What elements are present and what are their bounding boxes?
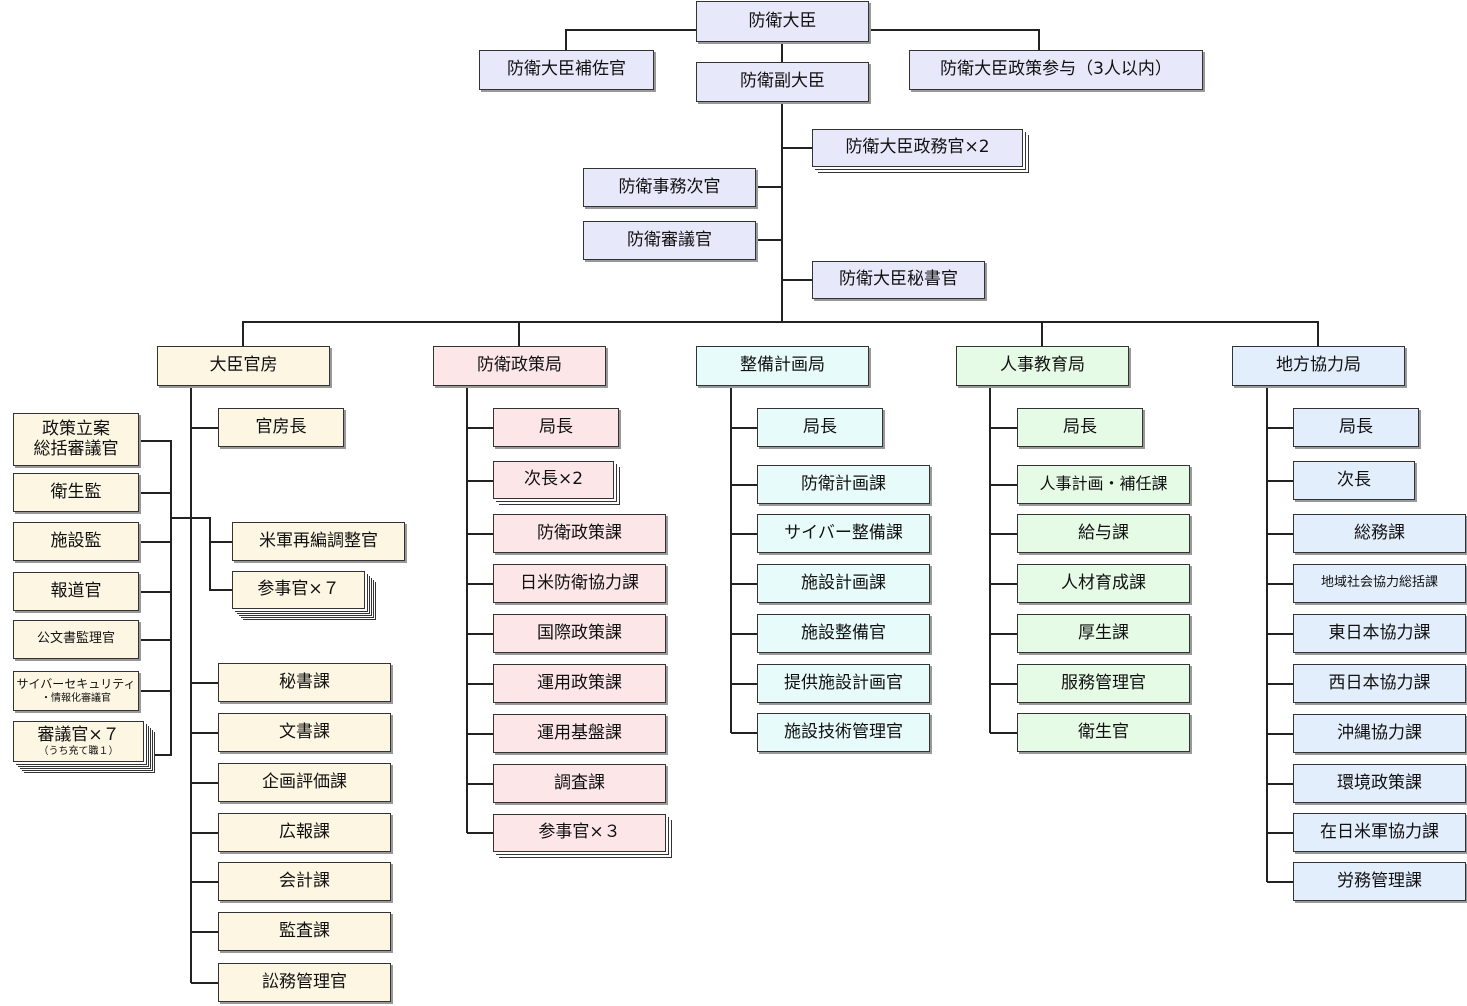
cyber-line1: サイバーセキュリティ: [16, 676, 136, 691]
defense-policy-bureau-header: 防衛政策局: [433, 346, 606, 386]
operations-infrastructure-division-box: 運用基盤課: [493, 714, 666, 753]
policy-planning-line1: 政策立案: [42, 418, 110, 439]
planning-evaluation-division-box: 企画評価課: [218, 763, 391, 802]
records-supervisor-box: 公文書監理官: [13, 620, 139, 659]
regional-deputy-director-box: 次長: [1293, 461, 1415, 500]
welfare-division-box: 厚生課: [1017, 614, 1190, 653]
minister-box: 防衛大臣: [696, 1, 869, 42]
operations-policy-division-box: 運用政策課: [493, 664, 666, 703]
defense-councilor-box: 防衛審議官: [583, 221, 756, 260]
policy-planning-councilor-box: 政策立案 総括審議官: [13, 413, 139, 466]
japan-us-cooperation-division-box: 日米防衛協力課: [493, 564, 666, 603]
policy-counselors-box: 参事官×３: [493, 814, 666, 852]
facilities-construction-officer-box: 施設整備官: [757, 614, 930, 653]
sanitation-supervisor-box: 衛生監: [13, 473, 139, 512]
facilities-supervisor-box: 施設監: [13, 522, 139, 561]
documents-division-box: 文書課: [218, 713, 391, 752]
us-realignment-coordinator-box: 米軍再編調整官: [232, 522, 405, 561]
usfj-cooperation-division-box: 在日米軍協力課: [1293, 813, 1466, 852]
councilors-label: 審議官×７: [37, 724, 120, 745]
administrative-vice-minister-box: 防衛事務次官: [583, 168, 756, 207]
community-cooperation-division-box: 地域社会協力総括課: [1293, 564, 1466, 603]
vice-minister-box: 防衛副大臣: [696, 62, 869, 102]
personnel-bureau-header: 人事教育局: [956, 346, 1129, 386]
policy-planning-line2: 総括審議官: [33, 438, 119, 459]
councilors-box: 審議官×７ （うち充て職１）: [13, 721, 144, 762]
public-relations-division-box: 広報課: [218, 813, 391, 852]
accounting-division-box: 会計課: [218, 862, 391, 901]
east-japan-cooperation-division-box: 東日本協力課: [1293, 614, 1466, 653]
human-resources-development-division-box: 人材育成課: [1017, 564, 1190, 603]
salary-division-box: 給与課: [1017, 514, 1190, 553]
labor-management-division-box: 労務管理課: [1293, 862, 1466, 901]
research-division-box: 調査課: [493, 764, 666, 803]
provided-facilities-planning-box: 提供施設計画官: [757, 664, 930, 703]
okinawa-cooperation-division-box: 沖縄協力課: [1293, 714, 1466, 753]
personnel-planning-division-box: 人事計画・補任課: [1017, 465, 1190, 504]
policy-advisor-box: 防衛大臣政策参与（3人以内）: [909, 50, 1203, 90]
cyber-line2: ・情報化審議官: [41, 693, 111, 705]
litigation-management-box: 訟務管理官: [218, 963, 391, 1002]
counselors-box: 参事官×７: [232, 571, 365, 609]
minister-secretary-box: 防衛大臣秘書官: [812, 261, 985, 299]
press-secretary-box: 報道官: [13, 572, 139, 611]
cyber-buildup-division-box: サイバー整備課: [757, 514, 930, 553]
west-japan-cooperation-division-box: 西日本協力課: [1293, 664, 1466, 703]
policy-deputy-director-box: 次長×2: [493, 461, 614, 499]
service-management-officer-box: 服務管理官: [1017, 664, 1190, 703]
defense-planning-division-box: 防衛計画課: [757, 465, 930, 504]
health-officer-box: 衛生官: [1017, 713, 1190, 752]
parliamentary-vice-minister-box: 防衛大臣政務官×2: [812, 129, 1023, 167]
policy-director-general-box: 局長: [493, 408, 619, 447]
defense-buildup-bureau-header: 整備計画局: [696, 346, 869, 386]
buildup-director-general-box: 局長: [757, 408, 883, 447]
facilities-planning-division-box: 施設計画課: [757, 564, 930, 603]
personnel-director-general-box: 局長: [1017, 408, 1143, 447]
regional-cooperation-bureau-header: 地方協力局: [1232, 346, 1405, 386]
defense-policy-division-box: 防衛政策課: [493, 514, 666, 553]
minister-aide-box: 防衛大臣補佐官: [479, 50, 654, 90]
international-policy-division-box: 国際政策課: [493, 614, 666, 653]
councilors-note: （うち充て職１）: [38, 745, 119, 757]
facilities-technology-management-box: 施設技術管理官: [757, 713, 930, 752]
regional-director-general-box: 局長: [1293, 408, 1419, 447]
minister-secretariat-header: 大臣官房: [157, 346, 330, 386]
audit-division-box: 監査課: [218, 912, 391, 951]
cyber-councilor-box: サイバーセキュリティ ・情報化審議官: [13, 671, 139, 711]
chief-cabinet-box: 官房長: [218, 408, 344, 447]
secretarial-division-box: 秘書課: [218, 663, 391, 702]
general-affairs-division-box: 総務課: [1293, 514, 1466, 553]
environmental-policy-division-box: 環境政策課: [1293, 764, 1466, 803]
